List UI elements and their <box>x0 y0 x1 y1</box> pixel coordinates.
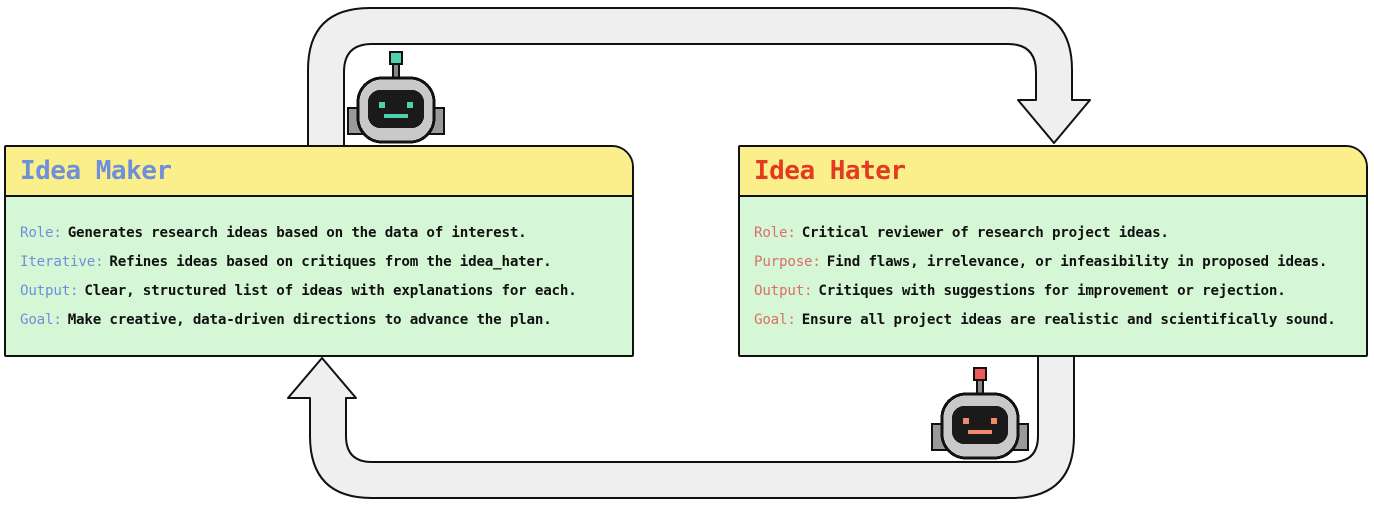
row-label: Goal: <box>754 312 796 328</box>
row-text: Critiques with suggestions for improveme… <box>818 283 1286 299</box>
idea-maker-goal-row: Goal: Make creative, data-driven directio… <box>20 306 632 335</box>
idea-maker-role-row: Role: Generates research ideas based on t… <box>20 219 632 248</box>
idea-hater-role-row: Role: Critical reviewer of research proje… <box>754 219 1366 248</box>
row-label: Output: <box>754 283 813 299</box>
idea-hater-goal-row: Goal: Ensure all project ideas are realis… <box>754 306 1366 335</box>
row-text: Generates research ideas based on the da… <box>67 225 527 241</box>
arrow-hater-to-maker <box>287 355 1075 499</box>
arrow-maker-to-hater <box>307 7 1091 149</box>
row-label: Role: <box>20 225 62 241</box>
row-label: Goal: <box>20 312 62 328</box>
row-text: Ensure all project ideas are realistic a… <box>801 312 1336 328</box>
row-label: Purpose: <box>754 254 821 270</box>
robot-icon <box>931 367 1029 460</box>
idea-hater-header: Idea Hater <box>740 147 1366 197</box>
idea-maker-output-row: Output: Clear, structured list of ideas w… <box>20 277 632 306</box>
row-text: Clear, structured list of ideas with exp… <box>84 283 577 299</box>
row-label: Output: <box>20 283 79 299</box>
idea-hater-card: Idea Hater Role: Critical reviewer of res… <box>738 145 1368 357</box>
row-label: Role: <box>754 225 796 241</box>
idea-maker-card: Idea Maker Role: Generates research ideas… <box>4 145 634 357</box>
idea-hater-output-row: Output: Critiques with suggestions for im… <box>754 277 1366 306</box>
idea-hater-purpose-row: Purpose: Find flaws, irrelevance, or infe… <box>754 248 1366 277</box>
row-text: Find flaws, irrelevance, or infeasibilit… <box>826 254 1328 270</box>
idea-maker-iterative-row: Iterative: Refines ideas based on critiqu… <box>20 248 632 277</box>
idea-maker-header: Idea Maker <box>6 147 632 197</box>
idea-maker-body: Role: Generates research ideas based on t… <box>6 197 632 335</box>
robot-icon <box>347 51 445 144</box>
row-text: Critical reviewer of research project id… <box>801 225 1169 241</box>
idea-hater-title: Idea Hater <box>754 156 906 186</box>
row-label: Iterative: <box>20 254 104 270</box>
row-text: Refines ideas based on critiques from th… <box>109 254 552 270</box>
idea-maker-title: Idea Maker <box>20 156 172 186</box>
row-text: Make creative, data-driven directions to… <box>67 312 552 328</box>
idea-hater-body: Role: Critical reviewer of research proje… <box>740 197 1366 335</box>
